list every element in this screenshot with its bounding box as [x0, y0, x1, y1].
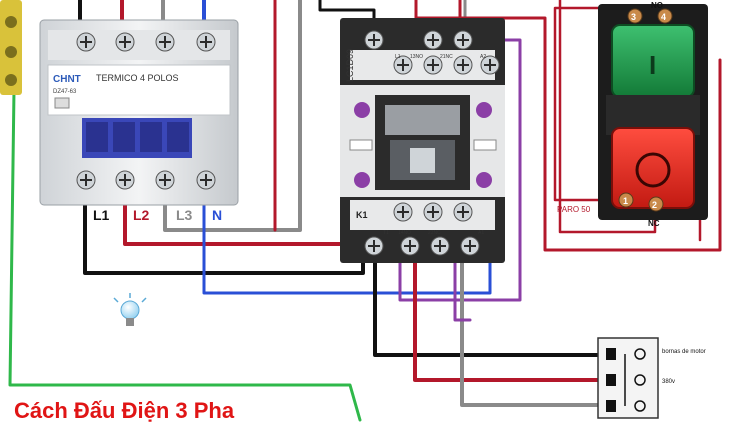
wire-neutral	[202, 178, 492, 295]
terminal-num-4: 4	[661, 12, 666, 22]
start-symbol: I	[649, 50, 656, 80]
terminal-label-top-4: A2	[480, 54, 486, 60]
terminal-num-1: 1	[623, 196, 628, 206]
breaker-toggles	[82, 118, 192, 158]
breaker-model: TERMICO 4 POLOS	[96, 73, 179, 83]
caption-title: Cách Đấu Điện 3 Pha	[14, 398, 235, 423]
stop-caption: PARO 50	[557, 205, 591, 214]
motor-block-title: bornas de motor	[662, 349, 706, 355]
wire-top-red-2	[414, 0, 722, 252]
terminal-label-bottom-4: A1	[478, 230, 484, 236]
contactor: LC1D09 L1 13NO 21NC A2 K1 T1 14NO	[340, 18, 505, 263]
ground-terminal-block	[0, 0, 22, 95]
terminal-label-bottom-1: T1	[383, 230, 389, 236]
wire-motor-2	[413, 248, 608, 382]
terminal-num-2: 2	[652, 200, 657, 210]
stop-symbol: O	[0, 0, 1, 1]
terminal-num-3: 3	[631, 12, 636, 22]
motor-terminal-block: bornas de motor 380v	[597, 337, 706, 419]
wire-motor-3	[460, 248, 608, 407]
contactor-top-screws	[364, 30, 500, 75]
phase-label-l1: L1	[93, 207, 110, 223]
no-label: NO	[651, 1, 663, 10]
contactor-coil-label: K1	[356, 210, 368, 220]
wire-green-ground	[8, 88, 362, 422]
bottom-terminal-screws	[76, 170, 216, 190]
top-terminal-screws	[76, 32, 216, 52]
wire-btn-2	[558, 0, 657, 234]
wire-motor-purple	[453, 243, 472, 322]
wire-btn-1	[553, 6, 637, 202]
terminal-label-bottom-2: 14NO	[398, 230, 411, 236]
breaker-brand: CHNT	[53, 74, 81, 85]
contactor-model: LC1D09	[345, 49, 355, 82]
stop-symbol-ring	[635, 152, 671, 188]
phase-label-n: N	[212, 207, 222, 223]
terminal-label-top-3: 21NC	[440, 54, 453, 60]
terminal-label-top-2: 13NO	[410, 54, 423, 60]
contactor-bottom-screws	[364, 202, 480, 256]
terminal-label-top-1: L1	[395, 54, 401, 60]
wire-l1	[83, 178, 365, 275]
breaker-code: DZ47-63	[53, 89, 77, 95]
nc-label: NC	[648, 219, 660, 228]
phase-label-l2: L2	[133, 207, 150, 223]
lightbulb-icon	[113, 293, 147, 326]
wire-motor-1	[373, 248, 608, 357]
pushbutton-station: I O 3 4 1 2 NO NC PARO 50	[0, 0, 708, 228]
phase-label-l3: L3	[176, 207, 193, 223]
button-terminals: 3 4 1 2	[618, 8, 673, 212]
circuit-breaker: CHNT TERMICO 4 POLOS DZ47-63 L1 L2 L3 N	[39, 19, 239, 223]
terminal-label-bottom-3: 22NC	[428, 230, 441, 236]
motor-block-voltage: 380v	[662, 379, 675, 385]
contactor-indicators	[354, 102, 492, 188]
